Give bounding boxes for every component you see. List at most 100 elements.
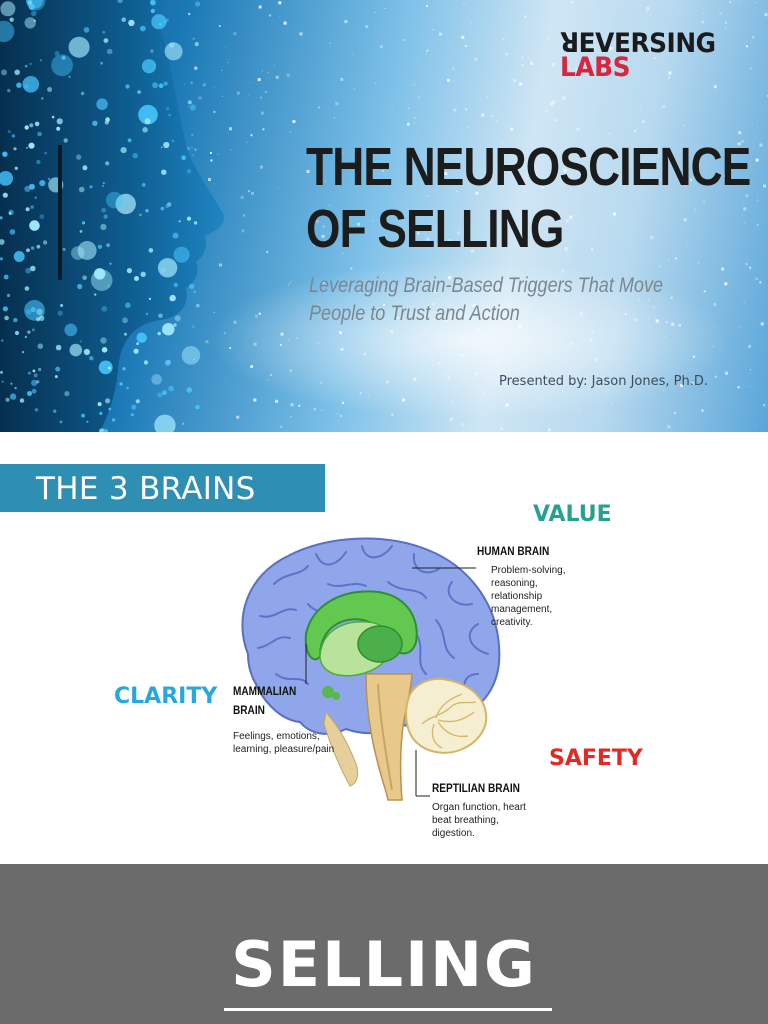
background-dot [311, 151, 313, 153]
head-glow-dot [82, 275, 87, 281]
background-dot [449, 417, 453, 421]
head-glow-dot [37, 131, 42, 137]
background-dot [703, 12, 704, 14]
background-dot [340, 77, 344, 81]
head-glow-dot [133, 348, 139, 354]
head-glow-dot [13, 317, 18, 323]
background-dot [217, 153, 219, 155]
title-line-1: THE NEUROSCIENCE [306, 137, 751, 197]
head-glow-dot [105, 161, 110, 166]
head-glow-dot [79, 230, 83, 233]
head-glow-dot [19, 398, 25, 403]
background-dot [490, 407, 492, 409]
background-dot [467, 177, 470, 180]
background-dot [506, 10, 508, 12]
background-dot [333, 117, 335, 119]
background-dot [755, 277, 758, 280]
background-dot [426, 194, 429, 197]
background-dot [521, 64, 524, 66]
reptilian-brain-title: REPTILIAN BRAIN [432, 781, 520, 795]
background-dot [725, 371, 728, 375]
head-glow-dot [31, 388, 37, 394]
head-glow-dot [125, 84, 130, 89]
background-dot [320, 381, 323, 384]
head-glow-dot [173, 246, 190, 263]
head-glow-dot [29, 220, 40, 231]
background-dot [432, 302, 436, 306]
head-glow-dot [154, 414, 176, 432]
background-dot [363, 352, 366, 355]
head-glow-dot [103, 38, 109, 43]
head-glow-dot [26, 248, 30, 253]
background-dot [271, 258, 273, 260]
head-glow-dot [24, 286, 30, 291]
head-glow-dot [127, 138, 132, 143]
background-dot [568, 375, 570, 377]
background-dot [702, 148, 704, 150]
background-dot [521, 56, 524, 59]
background-dot [705, 245, 707, 247]
background-dot [571, 1, 574, 4]
background-dot [667, 425, 671, 429]
presenter-credit: Presented by: Jason Jones, Ph.D. [499, 374, 708, 389]
head-glow-dot [39, 59, 43, 62]
background-dot [642, 120, 645, 123]
background-dot [453, 108, 457, 112]
background-dot [321, 409, 323, 411]
background-dot [250, 365, 254, 369]
background-dot [474, 57, 478, 61]
head-glow-dot [34, 121, 40, 127]
head-glow-dot [108, 407, 112, 411]
head-glow-dot [106, 243, 110, 248]
head-glow-dot [54, 375, 58, 379]
background-dot [490, 182, 492, 184]
background-dot [764, 13, 768, 17]
background-dot [713, 303, 717, 307]
background-dot [372, 220, 374, 222]
background-dot [723, 174, 727, 178]
background-dot [471, 249, 475, 253]
background-dot [755, 2, 757, 4]
background-dot [664, 336, 666, 337]
background-dot [461, 423, 464, 427]
subtitle-line-1: Leveraging Brain-Based Triggers That Mov… [309, 274, 664, 297]
head-glow-dot [55, 344, 62, 351]
head-glow-dot [117, 0, 123, 4]
background-dot [493, 327, 496, 330]
head-glow-dot [101, 305, 108, 312]
background-dot [325, 326, 327, 327]
head-glow-dot [186, 387, 193, 393]
head-glow-dot [64, 391, 70, 397]
head-glow-dot [115, 193, 136, 215]
background-dot [760, 322, 764, 326]
human-brain-description: Problem-solving, reasoning, relationship… [491, 565, 566, 628]
head-glow-dot [39, 180, 46, 187]
background-dot [299, 32, 303, 36]
background-dot [633, 318, 637, 322]
background-dot [390, 329, 394, 333]
background-dot [229, 347, 232, 349]
thalamus-nucleus [357, 625, 403, 663]
background-dot [693, 355, 695, 358]
head-glow-dot [97, 402, 102, 407]
background-dot [418, 96, 421, 99]
background-dot [218, 25, 221, 28]
head-glow-dot [173, 323, 177, 327]
background-dot [350, 267, 353, 270]
background-dot [250, 134, 253, 137]
background-dot [194, 66, 198, 70]
head-glow-dot [102, 182, 105, 185]
background-dot [448, 239, 452, 242]
background-dot [288, 284, 290, 286]
background-dot [467, 126, 469, 128]
background-dot [594, 6, 596, 8]
background-dot [321, 234, 325, 238]
head-glow-dot [195, 404, 200, 410]
background-dot [194, 148, 197, 151]
head-glow-dot [69, 343, 83, 357]
background-dot [538, 166, 540, 167]
head-glow-dot [162, 323, 175, 336]
head-glow-dot [172, 232, 179, 239]
background-dot [306, 170, 310, 173]
background-dot [479, 178, 483, 182]
